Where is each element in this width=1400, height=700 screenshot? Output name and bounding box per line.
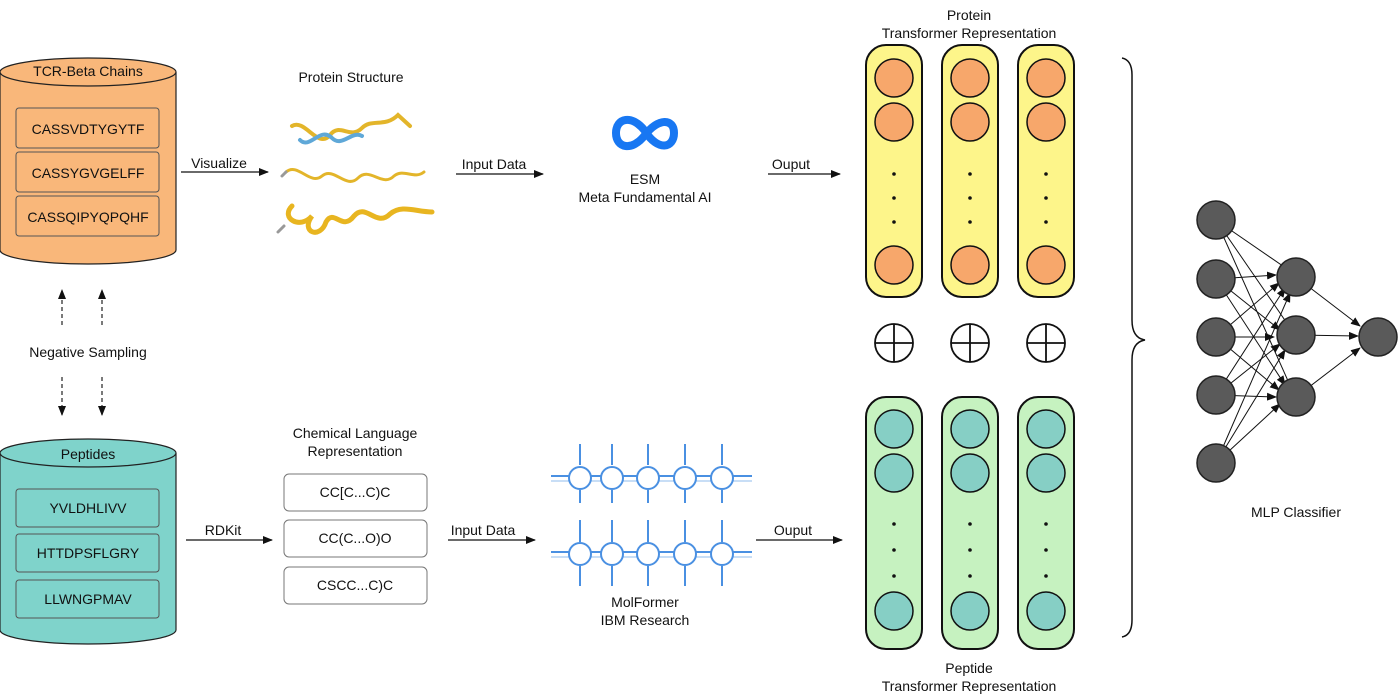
mlp-output-layer <box>1358 317 1398 357</box>
rdkit-label: RDKit <box>205 522 242 538</box>
smiles-box: CC[C...C)C <box>283 473 428 512</box>
peptide-sequence-3: LLWNGPMAV <box>44 591 132 607</box>
tcr-sequence-1: CASSVDTYGYTF <box>32 121 145 137</box>
negative-sampling-label: Negative Sampling <box>29 344 147 360</box>
smiles-3: CSCC...C)C <box>317 577 393 593</box>
molformer-subtitle: IBM Research <box>601 612 690 628</box>
input-arrow-bottom: Input Data <box>448 522 536 544</box>
protein-structure-title: Protein Structure <box>298 69 403 85</box>
peptide-embedding-column <box>941 396 999 650</box>
tcr-sequence-item: CASSVDTYGYTF <box>15 107 160 149</box>
peptide-database: Peptides YVLDHLIVV HTTDPSFLGRY LLWNGPMAV <box>0 438 177 645</box>
mlp-classifier-network <box>1215 219 1361 464</box>
tcr-title: TCR-Beta Chains <box>33 63 143 79</box>
concat-plus-icon <box>874 323 914 363</box>
tcr-sequence-2: CASSYGVGELFF <box>32 165 145 181</box>
protein-embedding-column <box>941 44 999 298</box>
output-arrow-top: Ouput <box>768 156 841 178</box>
input-label-top: Input Data <box>462 156 527 172</box>
output-arrow-bottom: Ouput <box>756 522 843 544</box>
peptide-embedding-column <box>865 396 923 650</box>
peptide-repr-title: Peptide <box>945 660 993 676</box>
peptide-embedding-column <box>1017 396 1075 650</box>
tcr-sequence-3: CASSQIPYQPQHF <box>27 209 148 225</box>
peptide-sequence-1: YVLDHLIVV <box>49 500 127 516</box>
smiles-1: CC[C...C)C <box>320 484 391 500</box>
protein-structure-illustration <box>276 112 435 235</box>
concat-plus-icon <box>950 323 990 363</box>
input-arrow-top: Input Data <box>456 156 544 178</box>
peptides-title: Peptides <box>61 446 115 462</box>
peptide-sequence-2: HTTDPSFLGRY <box>37 545 140 561</box>
esm-subtitle: Meta Fundamental AI <box>578 189 711 205</box>
rdkit-arrow: RDKit <box>186 522 273 544</box>
peptide-repr-subtitle: Transformer Representation <box>882 678 1057 694</box>
output-label-bottom: Ouput <box>774 522 812 538</box>
mlp-label: MLP Classifier <box>1251 504 1341 520</box>
smiles-box: CC(C...O)O <box>283 519 428 558</box>
curly-brace <box>1121 57 1146 638</box>
visualize-label: Visualize <box>191 155 247 171</box>
protein-embedding-column <box>865 44 923 298</box>
peptide-sequence-item: YVLDHLIVV <box>15 488 160 528</box>
peptide-sequence-item: LLWNGPMAV <box>15 579 160 619</box>
esm-title: ESM <box>630 171 660 187</box>
mlp-input-layer <box>1196 200 1236 483</box>
meta-logo-icon <box>612 116 678 150</box>
protein-repr-title: Protein <box>947 7 991 23</box>
chemical-title-line1: Chemical Language <box>293 425 418 441</box>
peptide-sequence-item: HTTDPSFLGRY <box>15 533 160 573</box>
visualize-arrow: Visualize <box>181 155 269 176</box>
molformer-title: MolFormer <box>611 594 679 610</box>
smiles-box: CSCC...C)C <box>283 566 428 605</box>
tcr-database: TCR-Beta Chains CASSVDTYGYTF CASSYGVGELF… <box>0 57 177 265</box>
mlp-hidden-layer <box>1276 257 1316 417</box>
molformer-network-icon <box>551 444 752 586</box>
negative-sampling <box>58 289 106 416</box>
tcr-sequence-item: CASSYGVGELFF <box>15 151 160 193</box>
smiles-2: CC(C...O)O <box>318 530 391 546</box>
protein-embedding-column <box>1017 44 1075 298</box>
input-label-bottom: Input Data <box>451 522 516 538</box>
chemical-title-line2: Representation <box>308 443 403 459</box>
concat-plus-icon <box>1026 323 1066 363</box>
output-label-top: Ouput <box>772 156 810 172</box>
tcr-sequence-item: CASSQIPYQPQHF <box>15 195 160 237</box>
protein-repr-subtitle: Transformer Representation <box>882 25 1057 41</box>
